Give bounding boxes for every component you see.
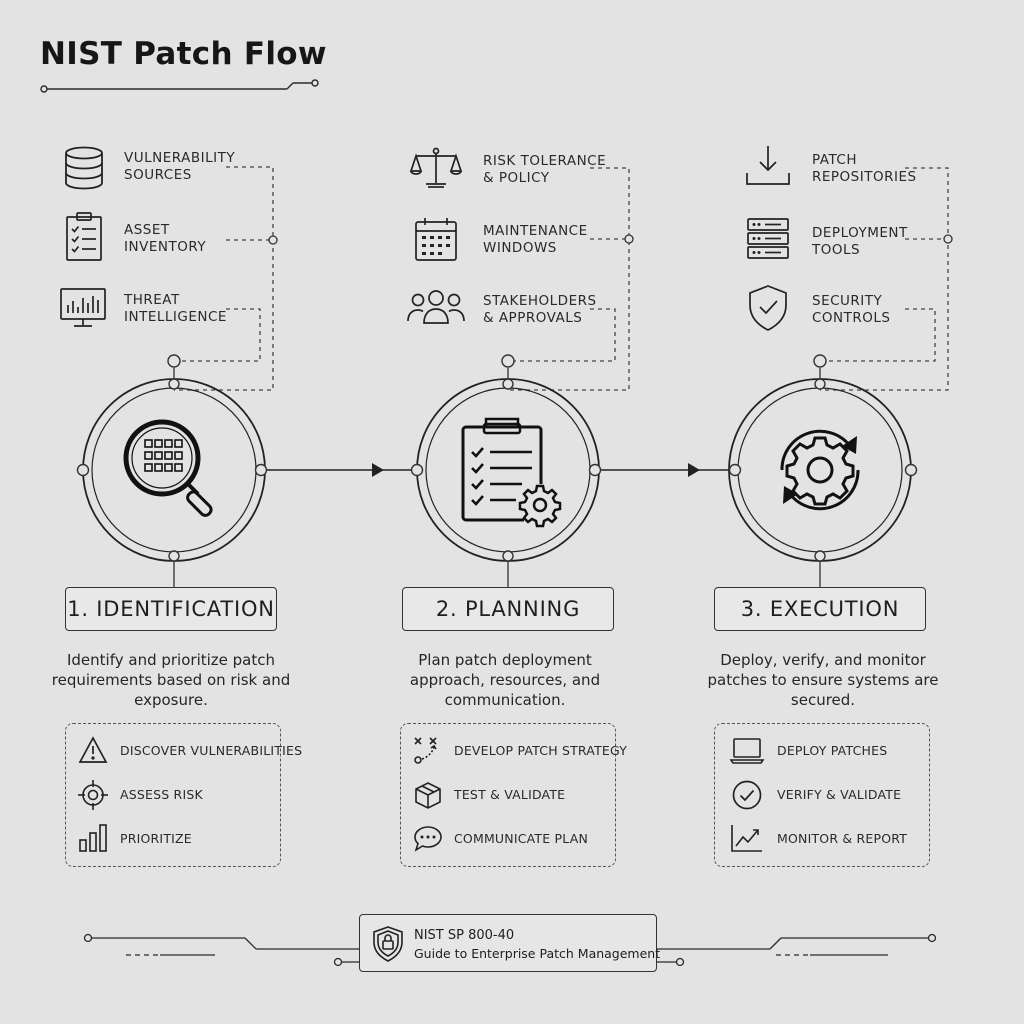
input-label: MAINTENANCE WINDOWS (483, 223, 588, 256)
check-circle-icon (732, 780, 762, 810)
stage-title: 3. EXECUTION (714, 587, 926, 631)
input-label: RISK TOLERANCE & POLICY (483, 153, 607, 186)
cube-icon (415, 782, 441, 809)
scales-icon (409, 147, 463, 188)
calendar-icon (415, 218, 457, 261)
strategy-icon (414, 737, 437, 764)
trend-icon (731, 825, 762, 852)
input-label: SECURITY CONTROLS (812, 293, 891, 326)
server-icon (747, 218, 789, 259)
reference-box: NIST SP 800-40 Guide to Enterprise Patch… (359, 914, 661, 972)
target-icon (78, 780, 108, 810)
task-list: DISCOVER VULNERABILITIES ASSESS RISK PRI… (65, 723, 302, 867)
monitor-chart-icon (60, 288, 106, 327)
stage-title: 2. PLANNING (402, 587, 614, 631)
input-label: DEPLOYMENT TOOLS (812, 225, 908, 258)
task-label: COMMUNICATE PLAN (454, 831, 589, 846)
stage-description: Deploy, verify, and monitor patches to e… (707, 651, 939, 709)
stage-description: Plan patch deployment approach, resource… (409, 651, 601, 709)
reference-id: NIST SP 800-40 (414, 928, 515, 943)
download-icon (746, 146, 790, 185)
gear-cycle-icon (780, 429, 860, 511)
input-label: THREAT INTELLIGENCE (124, 292, 227, 325)
task-label: TEST & VALIDATE (454, 787, 566, 802)
input-label: VULNERABILITY SOURCES (124, 150, 236, 183)
input-label: STAKEHOLDERS & APPROVALS (483, 293, 597, 326)
task-label: VERIFY & VALIDATE (777, 787, 902, 802)
input-label: PATCH REPOSITORIES (812, 152, 917, 185)
task-label: ASSESS RISK (120, 787, 203, 802)
task-list: DEPLOY PATCHES VERIFY & VALIDATE MONITOR… (714, 723, 930, 867)
database-icon (65, 146, 103, 190)
bar-chart-icon (79, 824, 107, 852)
task-label: DEPLOY PATCHES (777, 743, 888, 758)
task-label: MONITOR & REPORT (777, 831, 908, 846)
task-label: DEVELOP PATCH STRATEGY (454, 743, 628, 758)
laptop-icon (729, 738, 765, 764)
stage-description: Identify and prioritize patch requiremen… (51, 651, 291, 709)
clipboard-gear-icon (461, 417, 562, 528)
input-label: ASSET INVENTORY (124, 222, 207, 255)
page-title: NIST Patch Flow (40, 36, 327, 72)
chat-icon (414, 826, 442, 852)
shield-check-icon (749, 285, 787, 331)
shield-icon (373, 926, 403, 962)
clipboard-list-icon (66, 212, 102, 261)
task-label: DISCOVER VULNERABILITIES (120, 743, 303, 758)
task-label: PRIORITIZE (120, 831, 192, 846)
magnifier-grid-icon (123, 419, 213, 517)
reference-title: Guide to Enterprise Patch Management (414, 946, 661, 961)
warning-icon (78, 736, 108, 763)
stage-title: 1. IDENTIFICATION (65, 587, 277, 631)
people-icon (407, 290, 465, 324)
task-list: DEVELOP PATCH STRATEGY TEST & VALIDATE C… (400, 723, 627, 867)
